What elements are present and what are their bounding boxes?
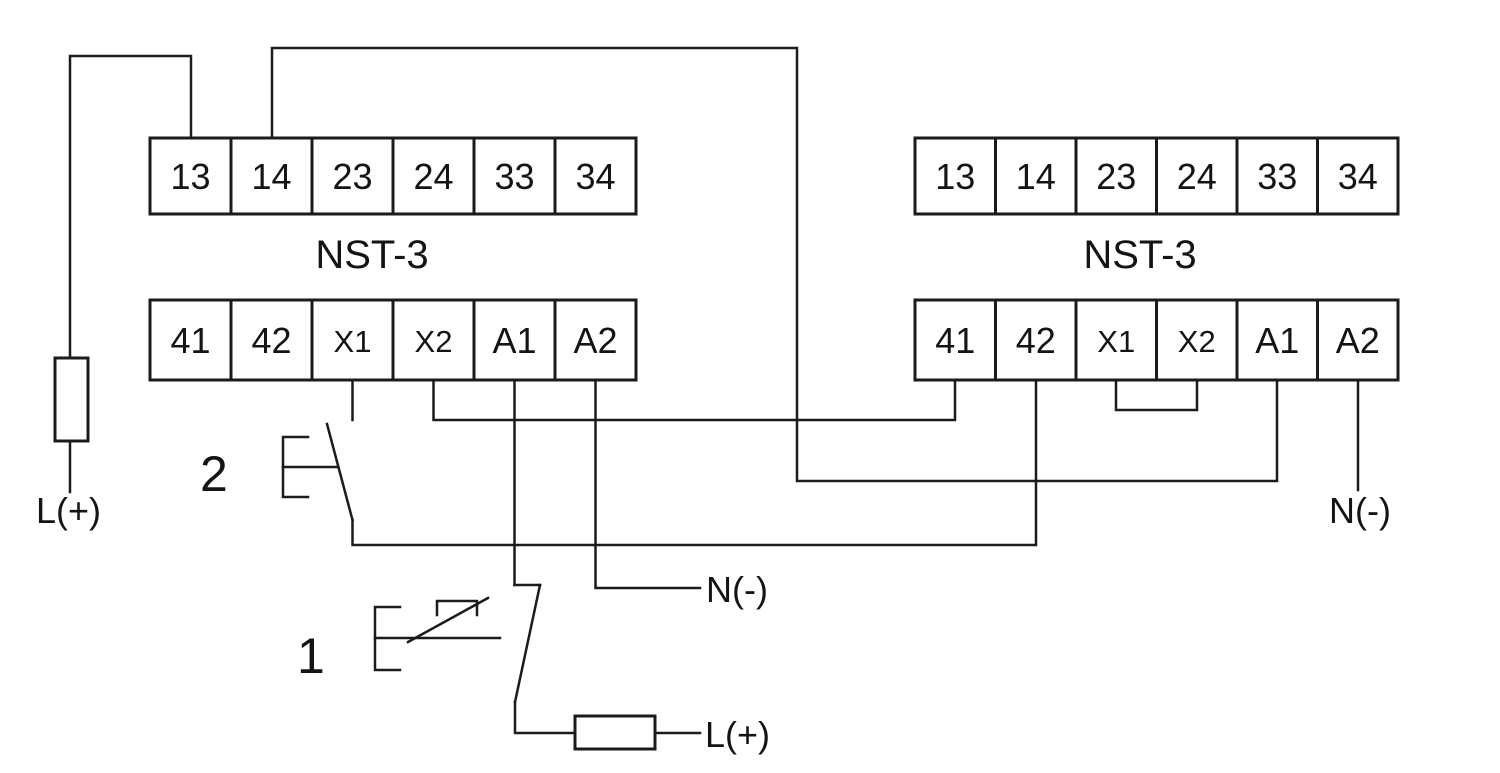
terminal-box-right-x2 bbox=[1155, 298, 1239, 382]
terminal-label: A1 bbox=[1255, 320, 1299, 361]
terminal-box-left-41 bbox=[148, 298, 233, 382]
wire-x2-to-right-41 bbox=[432, 378, 957, 422]
terminal-label: 13 bbox=[935, 156, 975, 197]
terminal-label: 14 bbox=[1016, 156, 1056, 197]
terminal-box-left-x2 bbox=[391, 298, 476, 382]
terminal-box-right-14 bbox=[994, 136, 1078, 216]
switch-1-head bbox=[435, 599, 479, 617]
terminal-box-right-23 bbox=[1074, 136, 1158, 216]
terminal-box-left-14 bbox=[229, 136, 314, 216]
terminal-label: 24 bbox=[1177, 156, 1217, 197]
terminal-box-left-x1 bbox=[310, 298, 395, 382]
wire-lplus-to-13 bbox=[68, 54, 193, 360]
terminal-label: 33 bbox=[494, 156, 534, 197]
module-left: 13 14 23 24 33 34 NST-3 41 42 X1 X2 A1 A… bbox=[148, 136, 638, 382]
terminal-box-right-41 bbox=[913, 298, 997, 382]
terminal-box-right-13 bbox=[913, 136, 997, 216]
terminal-box-left-34 bbox=[553, 136, 638, 216]
terminal-box-left-a1 bbox=[472, 298, 557, 382]
wire-14-to-right-a1 bbox=[270, 46, 1279, 483]
terminal-box-right-33 bbox=[1235, 136, 1319, 216]
terminal-label: 42 bbox=[1016, 320, 1056, 361]
label-bottom-supply: L(+) bbox=[705, 714, 770, 755]
module-right-top-row: 13 14 23 24 33 34 bbox=[913, 136, 1400, 216]
terminal-label: X2 bbox=[1178, 324, 1216, 359]
terminal-box-right-42 bbox=[994, 298, 1078, 382]
terminal-label: 41 bbox=[170, 320, 210, 361]
terminal-label: A1 bbox=[492, 320, 536, 361]
terminal-label: X1 bbox=[1097, 324, 1135, 359]
terminal-box-left-42 bbox=[229, 298, 314, 382]
terminal-box-right-a2 bbox=[1316, 298, 1400, 382]
terminal-label: A2 bbox=[573, 320, 617, 361]
terminal-label: 23 bbox=[1096, 156, 1136, 197]
wire-a2-to-neutral bbox=[594, 378, 702, 590]
terminal-label: 33 bbox=[1257, 156, 1297, 197]
terminal-box-left-24 bbox=[391, 136, 476, 216]
label-switch-2: 2 bbox=[200, 446, 228, 502]
terminal-label: 13 bbox=[170, 156, 210, 197]
terminal-label: 23 bbox=[332, 156, 372, 197]
terminal-box-left-a2 bbox=[553, 298, 638, 382]
terminal-box-right-x1 bbox=[1074, 298, 1158, 382]
switch-1-symbol bbox=[373, 583, 542, 704]
terminal-box-left-23 bbox=[310, 136, 395, 216]
terminal-box-right-34 bbox=[1316, 136, 1400, 216]
terminal-label: X2 bbox=[415, 324, 453, 359]
switch-1-blade bbox=[513, 583, 542, 704]
module-right: 13 14 23 24 33 34 NST-3 41 42 X1 X2 A1 A… bbox=[913, 136, 1400, 382]
module-left-top-row: 13 14 23 24 33 34 bbox=[148, 136, 638, 216]
label-left-supply: L(+) bbox=[36, 490, 101, 531]
terminal-label: 42 bbox=[251, 320, 291, 361]
label-switch-1: 1 bbox=[297, 628, 325, 684]
switch-2-blade bbox=[325, 422, 355, 522]
terminal-label: 41 bbox=[935, 320, 975, 361]
terminal-box-left-13 bbox=[148, 136, 233, 216]
fuse-bottom-symbol bbox=[573, 714, 657, 751]
terminal-label: 34 bbox=[575, 156, 615, 197]
fuse-left-symbol bbox=[53, 356, 90, 443]
terminal-label: 14 bbox=[251, 156, 291, 197]
switch-2-symbol bbox=[281, 422, 355, 522]
module-right-name: NST-3 bbox=[1083, 233, 1196, 277]
terminal-label: 34 bbox=[1338, 156, 1378, 197]
label-right-neutral: N(-) bbox=[1329, 490, 1391, 531]
label-mid-neutral: N(-) bbox=[706, 569, 768, 610]
terminal-label: 24 bbox=[413, 156, 453, 197]
terminal-label: A2 bbox=[1336, 320, 1380, 361]
wires bbox=[53, 46, 1360, 751]
terminal-label: X1 bbox=[334, 324, 372, 359]
wire-switch2-to-right-42 bbox=[351, 378, 1038, 547]
module-left-bottom-row: 41 42 X1 X2 A1 A2 bbox=[148, 298, 638, 382]
module-right-bottom-row: 41 42 X1 X2 A1 A2 bbox=[913, 298, 1400, 382]
module-left-name: NST-3 bbox=[315, 233, 428, 277]
wire-switch1-to-fuse bbox=[513, 700, 577, 735]
switch-1-latch-slash bbox=[406, 596, 490, 644]
wire-labels: L(+) N(-) L(+) N(-) 2 1 bbox=[36, 446, 1391, 755]
wire-right-x1-x2-jumper bbox=[1114, 378, 1199, 412]
